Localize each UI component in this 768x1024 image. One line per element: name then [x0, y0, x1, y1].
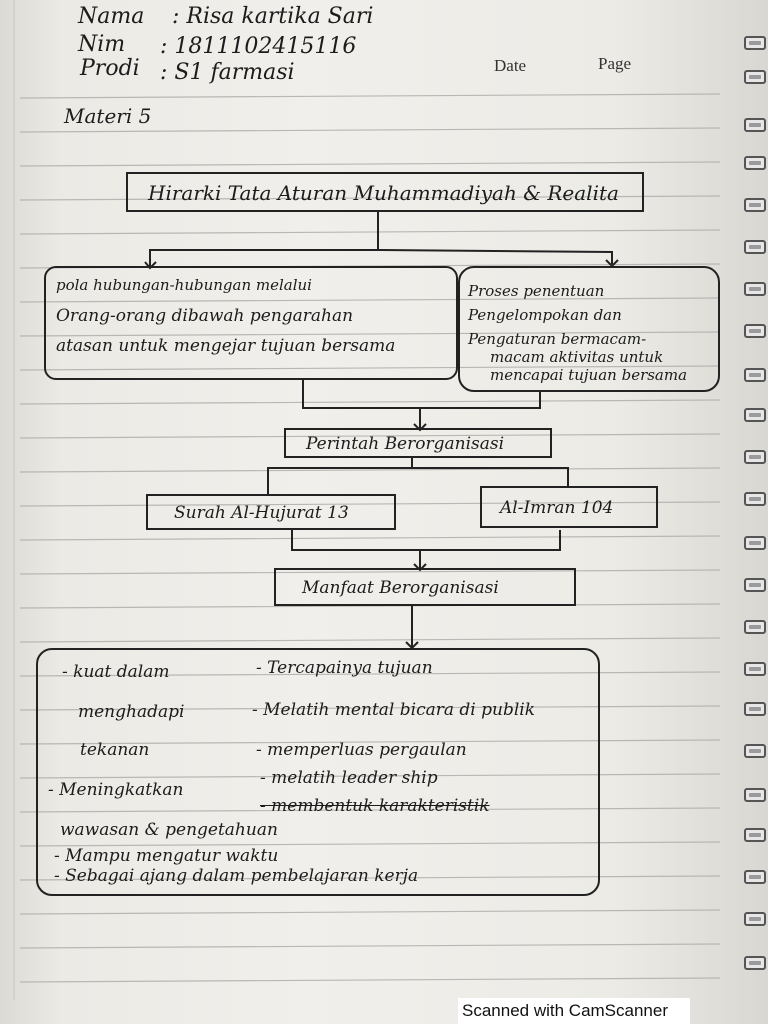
binding-ring	[744, 788, 766, 802]
binding-ring	[744, 578, 766, 592]
binding-ring	[744, 620, 766, 634]
manfaat-box: Manfaat Berorganisasi	[274, 568, 576, 606]
benefit-left-line: - Meningkatkan	[48, 780, 184, 800]
nim-value: : 1811102415116	[160, 34, 357, 59]
surah-box-right: Al-Imran 104	[480, 486, 658, 528]
manfaat-label: Manfaat Berorganisasi	[302, 578, 499, 598]
left-box-line: Orang-orang dibawah pengarahan	[56, 306, 354, 326]
date-label: Date	[494, 56, 527, 75]
binding-ring	[744, 912, 766, 926]
binding-ring	[744, 536, 766, 550]
binding-ring	[744, 956, 766, 970]
binding-ring	[744, 118, 766, 132]
benefit-right-line: - memperluas pergaulan	[256, 740, 467, 760]
binding-ring	[744, 408, 766, 422]
benefit-bottom-line: wawasan & pengetahuan	[60, 820, 278, 840]
left-box-line: pola hubungan-hubungan melalui	[56, 276, 312, 294]
binding-ring	[744, 702, 766, 716]
right-box-line: macam aktivitas untuk	[490, 348, 664, 366]
benefit-left-line: menghadapi	[78, 702, 185, 722]
right-box-line: Pengelompokan dan	[468, 306, 622, 324]
right-box-line: Proses penentuan	[468, 282, 605, 300]
surah-left-label: Surah Al-Hujurat 13	[174, 503, 349, 523]
benefit-left-line: - kuat dalam	[62, 662, 170, 682]
scanner-watermark: Scanned with CamScanner	[458, 998, 690, 1024]
binding-ring	[744, 282, 766, 296]
binding-ring	[744, 198, 766, 212]
materi-heading: Materi 5	[64, 104, 152, 128]
binding-ring	[744, 450, 766, 464]
binding-ring	[744, 662, 766, 676]
nim-label: Nim	[78, 32, 126, 57]
binding-ring	[744, 324, 766, 338]
left-box-line: atasan untuk mengejar tujuan bersama	[56, 336, 396, 356]
binding-ring	[744, 744, 766, 758]
binding-ring	[744, 240, 766, 254]
benefit-right-line: - Tercapainya tujuan	[256, 658, 433, 678]
binding-ring	[744, 828, 766, 842]
binding-ring	[744, 870, 766, 884]
prodi-label: Prodi	[80, 56, 140, 81]
binding-ring	[744, 492, 766, 506]
definition-box-right: Proses penentuan Pengelompokan dan Penga…	[458, 266, 720, 392]
prodi-value: : S1 farmasi	[160, 60, 295, 85]
title-box: Hirarki Tata Aturan Muhammadiyah & Reali…	[126, 172, 644, 212]
benefit-bottom-line: - Sebagai ajang dalam pembelajaran kerja	[54, 866, 419, 886]
name-label: Nama	[78, 4, 145, 29]
surah-right-label: Al-Imran 104	[500, 498, 614, 518]
binding-ring	[744, 70, 766, 84]
benefit-right-line: - membentuk karakteristik	[260, 796, 490, 816]
right-box-line: mencapai tujuan bersama	[490, 366, 688, 384]
definition-box-left: pola hubungan-hubungan melalui Orang-ora…	[44, 266, 458, 380]
surah-box-left: Surah Al-Hujurat 13	[146, 494, 396, 530]
binding-ring	[744, 368, 766, 382]
binding-ring	[744, 36, 766, 50]
diagram-title: Hirarki Tata Aturan Muhammadiyah & Reali…	[148, 181, 619, 205]
benefit-right-line: - Melatih mental bicara di publik	[252, 700, 535, 720]
benefit-left-line: tekanan	[80, 740, 150, 760]
benefit-right-line: - melatih leader ship	[260, 768, 438, 788]
name-value: : Risa kartika Sari	[172, 4, 374, 29]
page-label: Page	[598, 54, 632, 73]
right-box-line: Pengaturan bermacam-	[468, 330, 647, 348]
benefit-bottom-line: - Mampu mengatur waktu	[54, 846, 279, 866]
benefits-box: - kuat dalam menghadapi tekanan - Mening…	[36, 648, 600, 896]
perintah-box: Perintah Berorganisasi	[284, 428, 552, 458]
perintah-label: Perintah Berorganisasi	[306, 434, 505, 454]
binding-ring	[744, 156, 766, 170]
